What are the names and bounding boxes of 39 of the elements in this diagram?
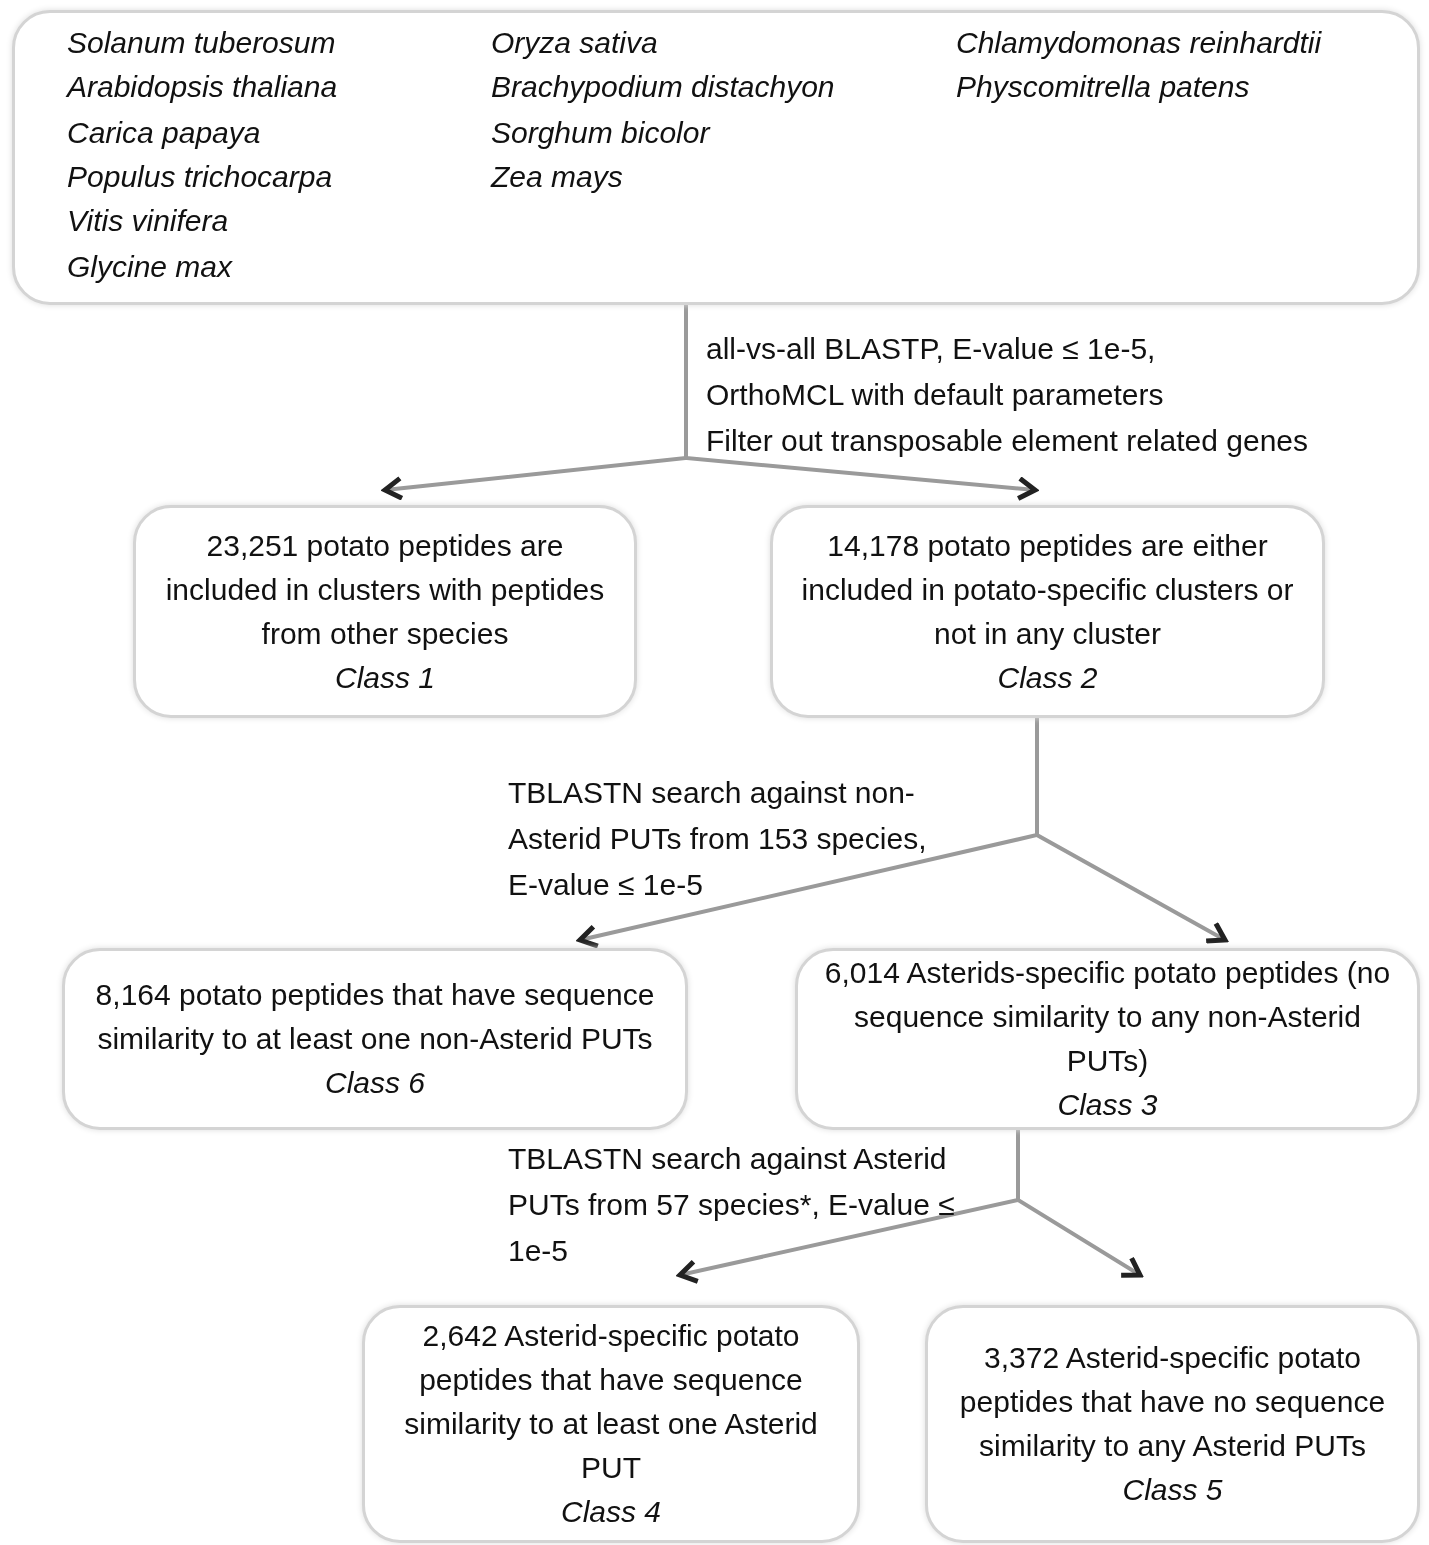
step-note: all-vs-all BLASTP, E-value ≤ 1e-5,: [706, 331, 1156, 367]
node-text: 14,178 potato peptides are either included in potato-specific clusters or not in any cluster: [800, 527, 1295, 652]
class-label: Class 6: [324, 1065, 425, 1101]
species-name: Chlamydomonas reinhardtii: [956, 25, 1322, 61]
species-box: [12, 10, 1420, 305]
step-note: Filter out transposable element related genes: [706, 423, 1309, 459]
node-text: 2,642 Asterid-specific potato peptides that have sequence similarity to at least one Asterid PUT: [403, 1318, 819, 1486]
node-text: 23,251 potato peptides are included in clusters with peptides from other species: [164, 527, 606, 652]
species-name: Solanum tuberosum: [67, 25, 336, 61]
species-name: Vitis vinifera: [67, 203, 229, 239]
class-box: [362, 1305, 860, 1543]
species-name: Brachypodium distachyon: [491, 69, 835, 105]
species-name: Zea mays: [491, 159, 623, 195]
species-name: Oryza sativa: [491, 25, 658, 61]
class-label: Class 4: [560, 1494, 661, 1530]
class-box: [925, 1305, 1420, 1543]
node-text: 8,164 potato peptides that have sequence similarity to at least one non-Asterid PUTs: [94, 977, 656, 1057]
class-box: [795, 948, 1420, 1130]
node-text: 6,014 Asterids-specific potato peptides (no sequence similarity to any non-Asterid PUTs): [823, 955, 1392, 1079]
node-text: 3,372 Asterid-specific potato peptides that have no sequence similarity to any Asterid PUTs: [958, 1340, 1387, 1464]
step-note: OrthoMCL with default parameters: [706, 377, 1164, 413]
arrow: [684, 305, 1038, 501]
species-name: Physcomitrella patens: [956, 69, 1250, 105]
class-box: [133, 505, 637, 718]
species-name: Glycine max: [67, 249, 233, 285]
species-name: Populus trichocarpa: [67, 159, 333, 195]
arrow: [1016, 1130, 1143, 1278]
edge-label: TBLASTN search against Asterid PUTs from 57 species*, E-value ≤ 1e-5: [508, 1141, 956, 1269]
class-label: Class 1: [334, 659, 435, 696]
class-label: Class 5: [1122, 1472, 1223, 1508]
class-box: [770, 505, 1325, 718]
species-name: Sorghum bicolor: [491, 115, 710, 151]
species-name: Carica papaya: [67, 115, 261, 151]
edge-label: TBLASTN search against non-Asterid PUTs from 153 species, E-value ≤ 1e-5: [508, 775, 928, 903]
class-label: Class 2: [997, 659, 1098, 696]
class-box: [62, 948, 688, 1130]
species-name: Arabidopsis thaliana: [67, 69, 338, 105]
arrow: [1035, 718, 1228, 944]
class-label: Class 3: [1057, 1087, 1158, 1123]
